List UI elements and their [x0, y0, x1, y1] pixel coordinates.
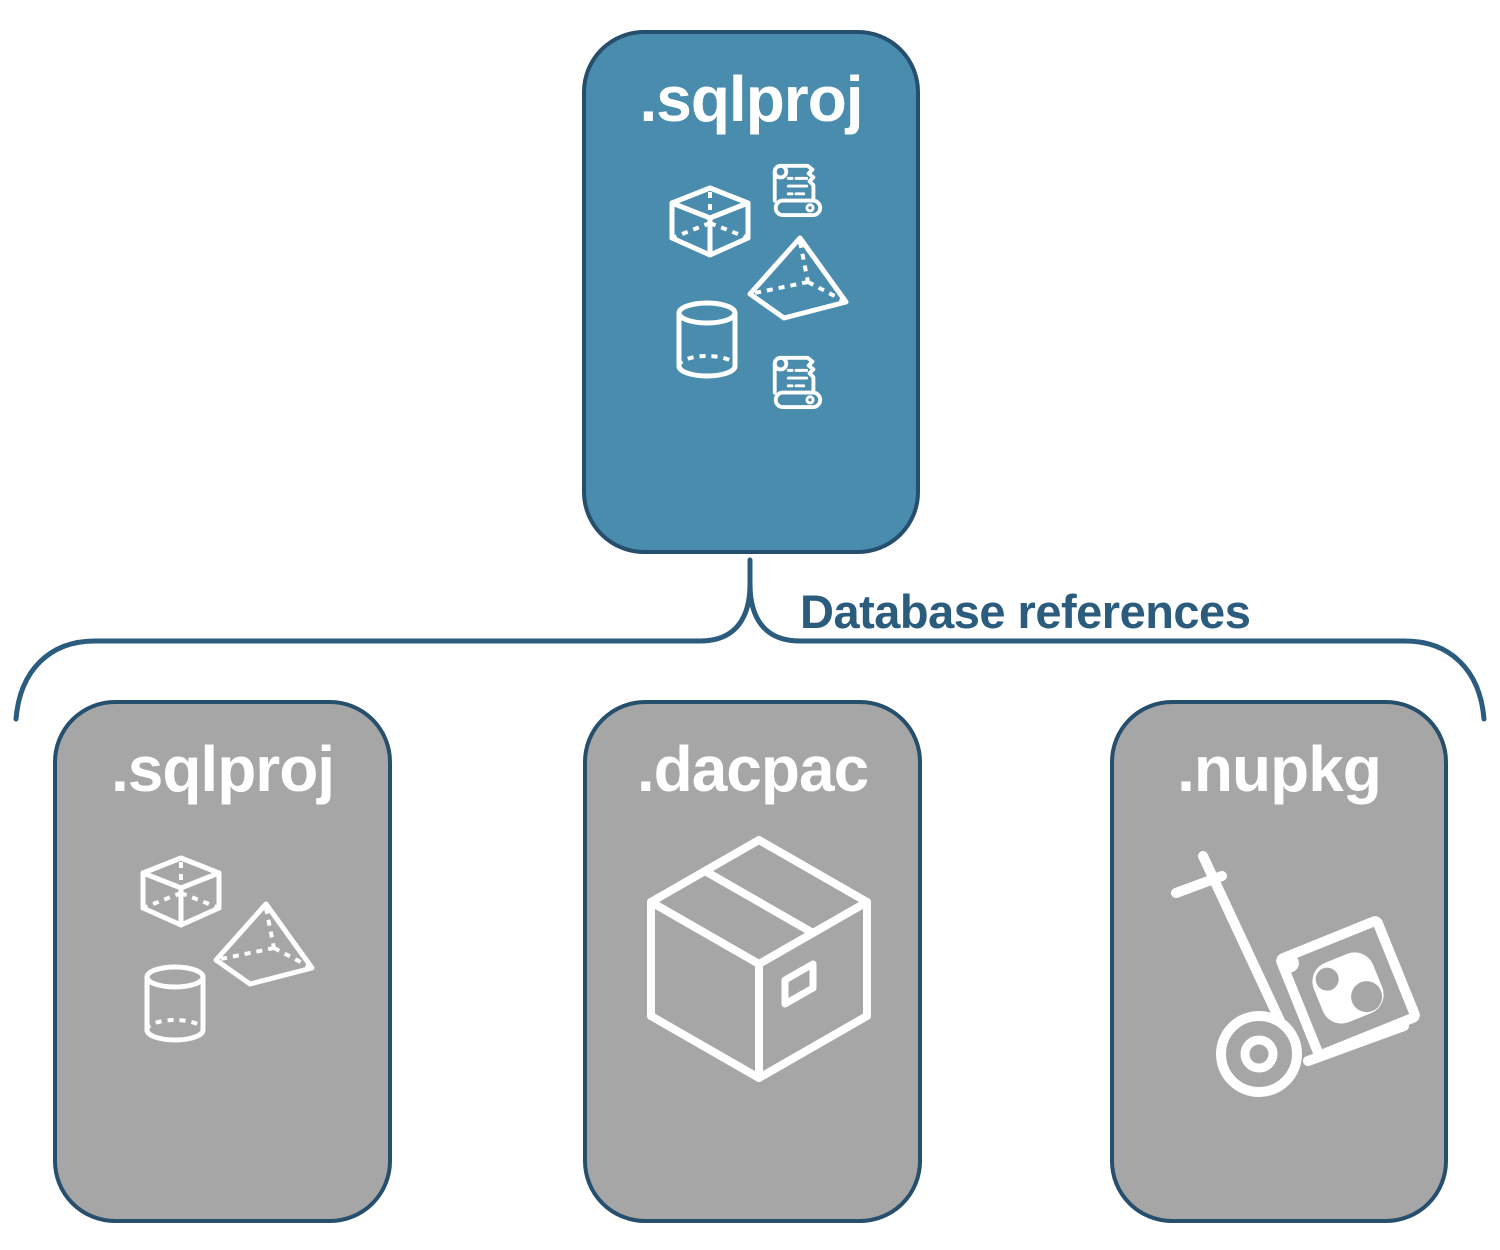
cube-icon [669, 185, 751, 258]
pyramid-icon [213, 901, 315, 987]
node-title-sqlproj-child: .sqlproj [110, 733, 335, 805]
scroll-icon [772, 355, 823, 410]
node-title-dacpac: .dacpac [636, 733, 869, 805]
package-box-icon [647, 836, 871, 1082]
nuget-dolly-icon [1171, 851, 1420, 1097]
cylinder-icon [144, 964, 206, 1043]
cube-icon [140, 855, 222, 928]
node-sqlproj-main: .sqlproj [582, 30, 920, 554]
node-title-sqlproj-main: .sqlproj [639, 63, 863, 135]
node-title-nupkg: .nupkg [1177, 733, 1382, 805]
pyramid-icon [747, 235, 849, 321]
connector-label: Database references [800, 585, 1251, 638]
cylinder-icon [676, 300, 738, 379]
node-nupkg: .nupkg [1110, 700, 1448, 1223]
scroll-icon [772, 163, 823, 218]
node-dacpac: .dacpac [583, 700, 922, 1223]
brace-connector [13, 557, 1487, 722]
node-sqlproj-child: .sqlproj [53, 700, 392, 1223]
